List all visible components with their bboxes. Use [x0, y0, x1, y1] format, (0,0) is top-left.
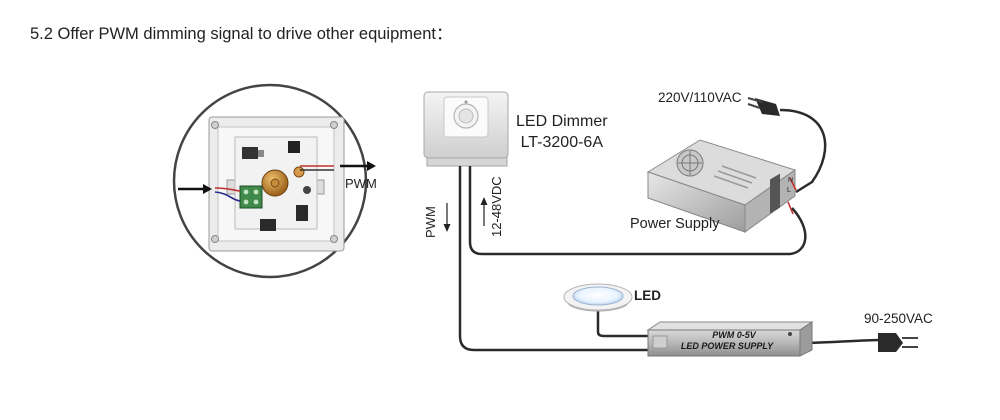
led-wire — [596, 310, 656, 338]
dc-supply-wire — [468, 166, 807, 256]
led-downlight — [563, 283, 633, 312]
power-supply-unit: N L — [646, 139, 797, 233]
pwm-wire-label: PWM — [423, 206, 438, 238]
dimmer-name: LED Dimmer — [516, 113, 608, 130]
driver-ac-input-label: 90-250VAC — [864, 311, 933, 326]
driver-line2: LED POWER SUPPLY — [681, 341, 774, 351]
terminal-l-label: L — [787, 187, 791, 194]
ac-plug-top — [747, 97, 780, 116]
section-heading: 5.2 Offer PWM dimming signal to drive ot… — [30, 25, 453, 43]
ac-plug-bottom — [878, 333, 918, 352]
led-dimmer-device — [423, 91, 509, 167]
driver-line1: PWM 0-5V — [712, 330, 757, 340]
terminal-n-label: N — [788, 177, 793, 184]
power-supply-label: Power Supply — [630, 216, 720, 232]
led-label: LED — [634, 288, 661, 303]
detail-pwm-label: PWM — [345, 176, 377, 191]
dc-input-wire-label: 12-48VDC — [489, 176, 504, 237]
dimmer-detail-view — [172, 83, 376, 279]
psu-ac-input-label: 220V/110VAC — [658, 90, 742, 105]
dimmer-label: LED Dimmer LT-3200-6A — [516, 111, 608, 153]
ac-input-wire-top — [779, 108, 827, 194]
led-power-supply-driver: PWM 0-5V LED POWER SUPPLY — [646, 321, 814, 357]
dimmer-model: LT-3200-6A — [520, 134, 603, 151]
pwm-signal-wire — [458, 166, 656, 352]
